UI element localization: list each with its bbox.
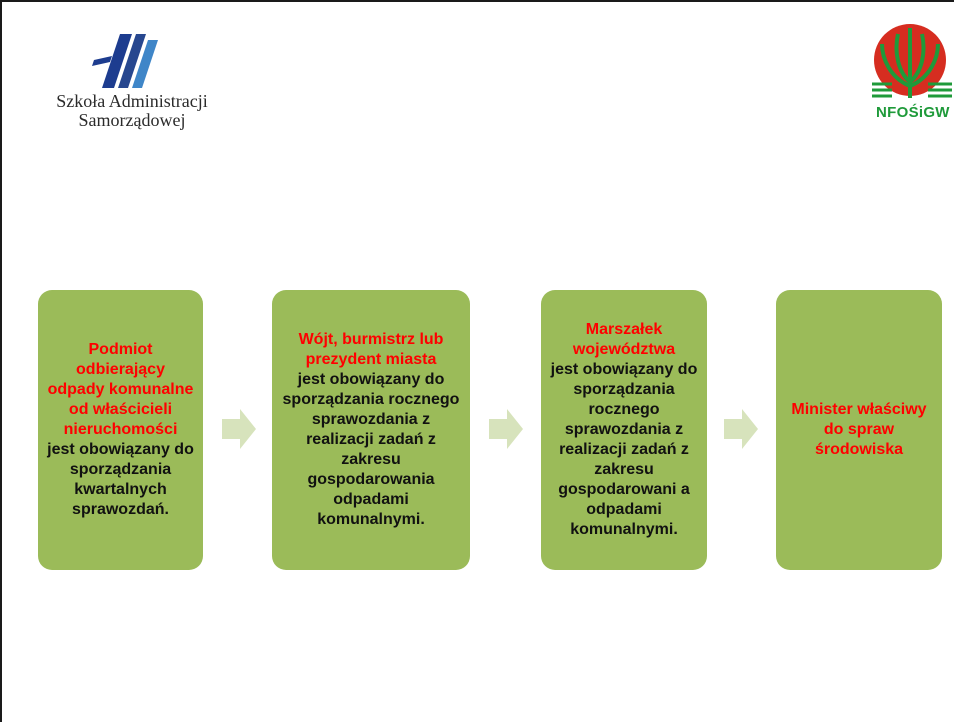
arrow-right-icon <box>222 409 256 449</box>
flow-step-2-role: Wójt, burmistrz lub prezydent miasta <box>298 331 444 368</box>
flow-step-3-text: jest obowiązany do sporządzania rocznego… <box>550 361 698 538</box>
flow-step-1-content: Podmiot odbierający odpady komunalne od … <box>46 340 195 520</box>
flow-step-2: Wójt, burmistrz lub prezydent miasta jes… <box>272 290 470 570</box>
flow-step-4-content: Minister właściwy do spraw środowiska <box>784 400 934 460</box>
flow-step-3-role: Marszałek województwa <box>572 321 676 358</box>
flow-step-4: Minister właściwy do spraw środowiska <box>776 290 942 570</box>
flow-step-3: Marszałek województwa jest obowiązany do… <box>541 290 707 570</box>
sas-logo-line1: Szkoła Administracji <box>56 91 208 111</box>
flow-step-4-role: Minister właściwy do spraw środowiska <box>791 401 927 458</box>
nfosigw-logo-text: NFOŚiGW <box>876 104 950 121</box>
sas-logo-line2: Samorządowej <box>78 110 186 130</box>
flow-step-1-text: jest obowiązany do sporządzania kwartaln… <box>47 441 194 518</box>
flow-step-1: Podmiot odbierający odpady komunalne od … <box>38 290 203 570</box>
sas-emblem-icon <box>92 34 158 88</box>
flow-step-1-role: Podmiot odbierający odpady komunalne od … <box>47 341 194 438</box>
sas-logo-text: Szkoła Administracji Samorządowej <box>32 92 232 130</box>
arrow-right-icon <box>489 409 523 449</box>
nfosigw-logo: NFOŚiGW <box>868 22 954 132</box>
sas-logo: Szkoła Administracji Samorządowej <box>32 30 232 140</box>
flow-step-2-text: jest obowiązany do sporządzania rocznego… <box>282 371 460 528</box>
flow-step-3-content: Marszałek województwa jest obowiązany do… <box>549 320 699 540</box>
nfosigw-emblem-icon <box>872 24 952 98</box>
flow-step-2-content: Wójt, burmistrz lub prezydent miasta jes… <box>280 330 462 530</box>
arrow-right-icon <box>724 409 758 449</box>
